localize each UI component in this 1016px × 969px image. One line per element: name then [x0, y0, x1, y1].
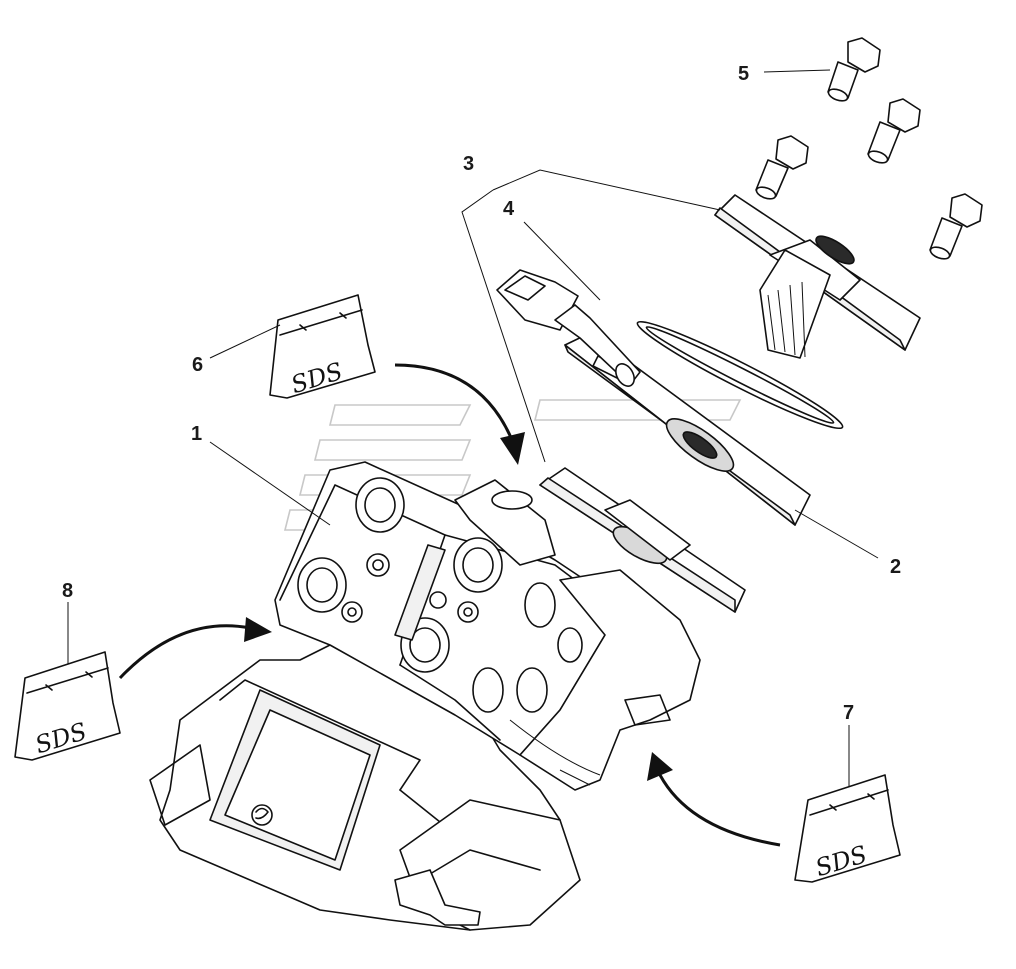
callout-7: 7	[843, 702, 854, 724]
callout-6: 6	[192, 354, 203, 376]
arrow-bag7-to-unit	[647, 752, 781, 847]
coupling-adapter	[714, 194, 921, 359]
electrical-connector	[496, 269, 641, 387]
callout-numbers: 1 2 3 4 5 6 7 8	[62, 63, 901, 724]
arrow-bag6-to-unit	[394, 363, 525, 465]
bag-6: SDS	[269, 294, 376, 399]
valve-ports	[297, 477, 583, 713]
callout-5: 5	[738, 63, 749, 85]
callout-8: 8	[62, 580, 73, 602]
callout-3: 3	[463, 153, 474, 175]
bolt-3	[755, 135, 809, 200]
callout-4: 4	[503, 198, 515, 220]
bolt-4	[929, 193, 983, 260]
bolt-2	[867, 98, 921, 164]
callout-1: 1	[191, 423, 202, 445]
o-ring	[636, 320, 844, 430]
callout-2: 2	[890, 556, 901, 578]
bag-7: SDS	[794, 774, 901, 883]
arrows	[118, 363, 781, 847]
bolt-1	[827, 37, 881, 102]
main-pump-housing	[149, 461, 746, 931]
bolts	[755, 37, 983, 260]
bag-8: SDS	[14, 651, 121, 761]
arrow-bag8-to-unit	[118, 617, 272, 680]
leader-lines	[67, 69, 879, 786]
